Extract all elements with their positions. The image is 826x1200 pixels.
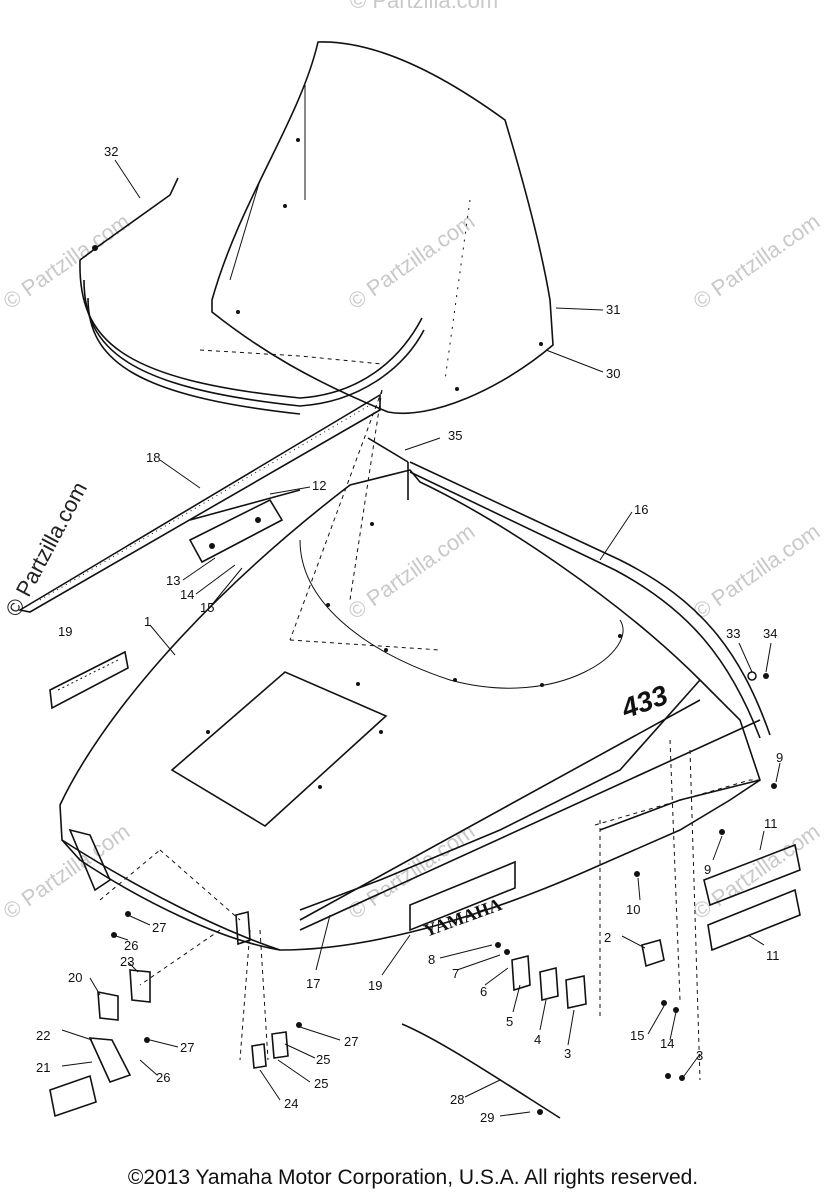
callout-25-upper: 25: [316, 1052, 330, 1067]
callout-25-lower: 25: [314, 1076, 328, 1091]
callout-26-upper: 26: [124, 938, 138, 953]
callout-15: 15: [200, 600, 214, 615]
watermark: © Partzilla.com: [0, 209, 134, 315]
callout-9-upper: 9: [776, 750, 783, 765]
callout-31: 31: [606, 302, 620, 317]
windshield: [211, 41, 554, 414]
hardware-parts: [49, 671, 777, 1119]
callout-32: 32: [104, 144, 118, 159]
callout-16: 16: [634, 502, 648, 517]
watermark: © Partzilla.com: [689, 209, 825, 315]
watermark-layer: © Partzilla.com © Partzilla.com © Partzi…: [0, 0, 824, 924]
callout-5: 5: [506, 1014, 513, 1029]
callout-23: 23: [120, 954, 134, 969]
callout-9-lower: 9: [704, 862, 711, 877]
callout-labels: 32 31 30 35 18 12 13 14 15 16 1 19 33 34…: [36, 144, 783, 1125]
watermark-dark: © Partzilla.com: [0, 478, 92, 621]
decal: [49, 650, 129, 710]
grille-panels: [594, 779, 801, 952]
callout-4: 4: [534, 1032, 541, 1047]
callout-14: 14: [180, 587, 194, 602]
callout-21: 21: [36, 1060, 50, 1075]
callout-1: 1: [144, 614, 151, 629]
watermark: © Partzilla.com: [350, 0, 498, 13]
callout-7: 7: [452, 966, 459, 981]
front-strip: [17, 393, 381, 613]
watermark: © Partzilla.com: [344, 209, 480, 315]
callout-20: 20: [68, 970, 82, 985]
watermark: © Partzilla.com: [344, 519, 480, 625]
callout-26-lower: 26: [156, 1070, 170, 1085]
callout-35: 35: [448, 428, 462, 443]
callout-15-lower: 15: [630, 1028, 644, 1043]
leader-lines: [61, 159, 781, 1117]
callout-19-emblem: 19: [368, 978, 382, 993]
callout-30: 30: [606, 366, 620, 381]
callout-3-lower: 3: [696, 1048, 703, 1063]
hood-model-text: 433: [616, 679, 672, 725]
callout-22: 22: [36, 1028, 50, 1043]
callout-12: 12: [312, 478, 326, 493]
callout-17: 17: [306, 976, 320, 991]
callout-11-upper: 11: [764, 816, 778, 831]
callout-29: 29: [480, 1110, 494, 1125]
callout-14-lower: 14: [660, 1036, 674, 1051]
callout-18: 18: [146, 450, 160, 465]
callout-8: 8: [428, 952, 435, 967]
callout-6: 6: [480, 984, 487, 999]
callout-33: 33: [726, 626, 740, 641]
callout-13: 13: [166, 573, 180, 588]
windshield-trim: [79, 177, 425, 415]
callout-3: 3: [564, 1046, 571, 1061]
callout-10: 10: [626, 902, 640, 917]
callout-24: 24: [284, 1096, 298, 1111]
callout-27-mid: 27: [180, 1040, 194, 1055]
brand-emblem-text: YAMAHA: [421, 894, 504, 941]
callout-19-decal: 19: [58, 624, 72, 639]
callout-28: 28: [450, 1092, 464, 1107]
watermark: © Partzilla.com: [689, 519, 825, 625]
callout-27-right: 27: [344, 1034, 358, 1049]
bracket: [188, 489, 301, 564]
assembly-lines: [99, 349, 701, 1081]
callout-11-lower: 11: [766, 948, 780, 963]
side-trim: [367, 437, 771, 739]
callout-34: 34: [763, 626, 777, 641]
callout-2: 2: [604, 930, 611, 945]
copyright-notice: ©2013 Yamaha Motor Corporation, U.S.A. A…: [127, 1166, 699, 1189]
callout-27-upper: 27: [152, 920, 166, 935]
